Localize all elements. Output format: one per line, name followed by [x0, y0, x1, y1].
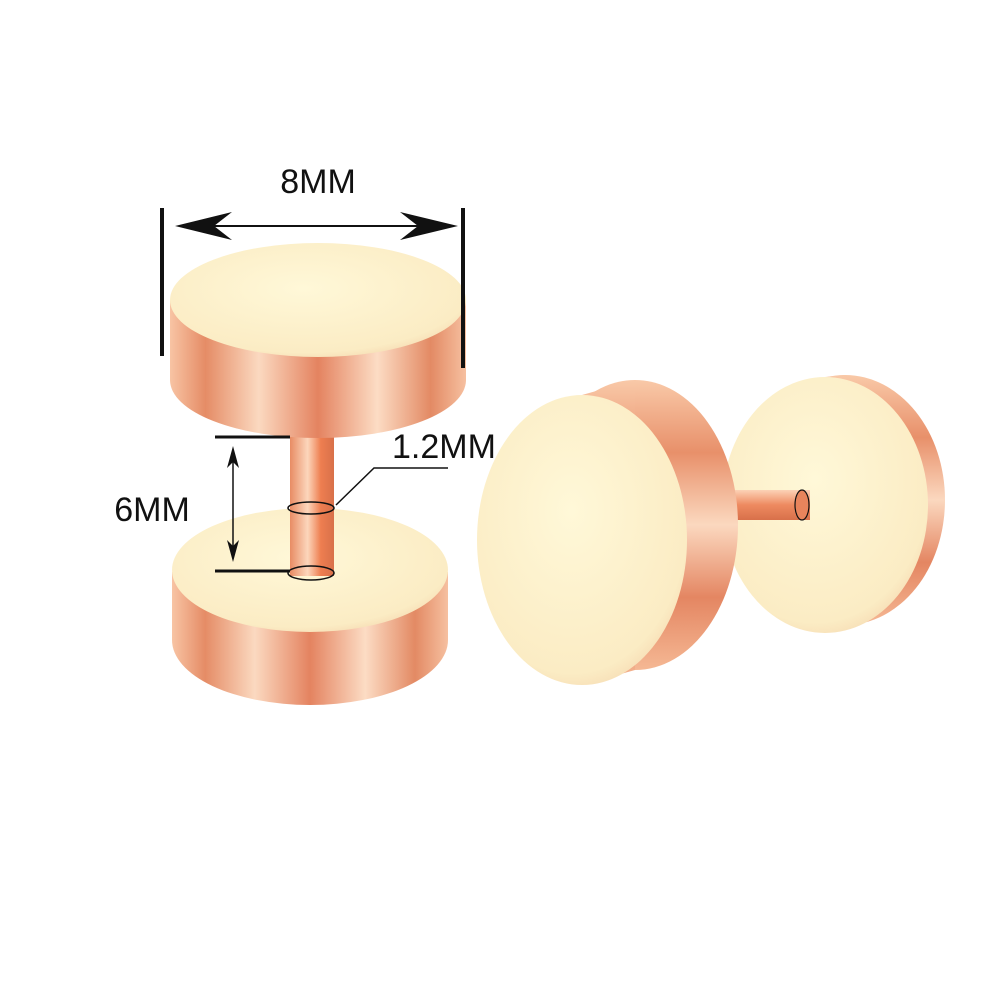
post [290, 420, 334, 576]
earring-side-view [477, 375, 945, 685]
earring-front-view [170, 243, 466, 705]
front-disc [170, 243, 466, 438]
post-base-ring [287, 565, 335, 581]
right-disc [722, 375, 945, 633]
diameter-dimension: 8MM [160, 163, 465, 368]
post-length-label: 6MM [114, 491, 190, 529]
back-disc [172, 508, 448, 705]
diameter-label: 8MM [280, 163, 356, 201]
post-gauge-ring [287, 501, 335, 515]
gauge-label: 1.2MM [392, 428, 496, 466]
gauge-dimension: 1.2MM [335, 428, 496, 506]
post-length-dimension: 6MM [114, 435, 290, 573]
left-disc [477, 380, 738, 685]
